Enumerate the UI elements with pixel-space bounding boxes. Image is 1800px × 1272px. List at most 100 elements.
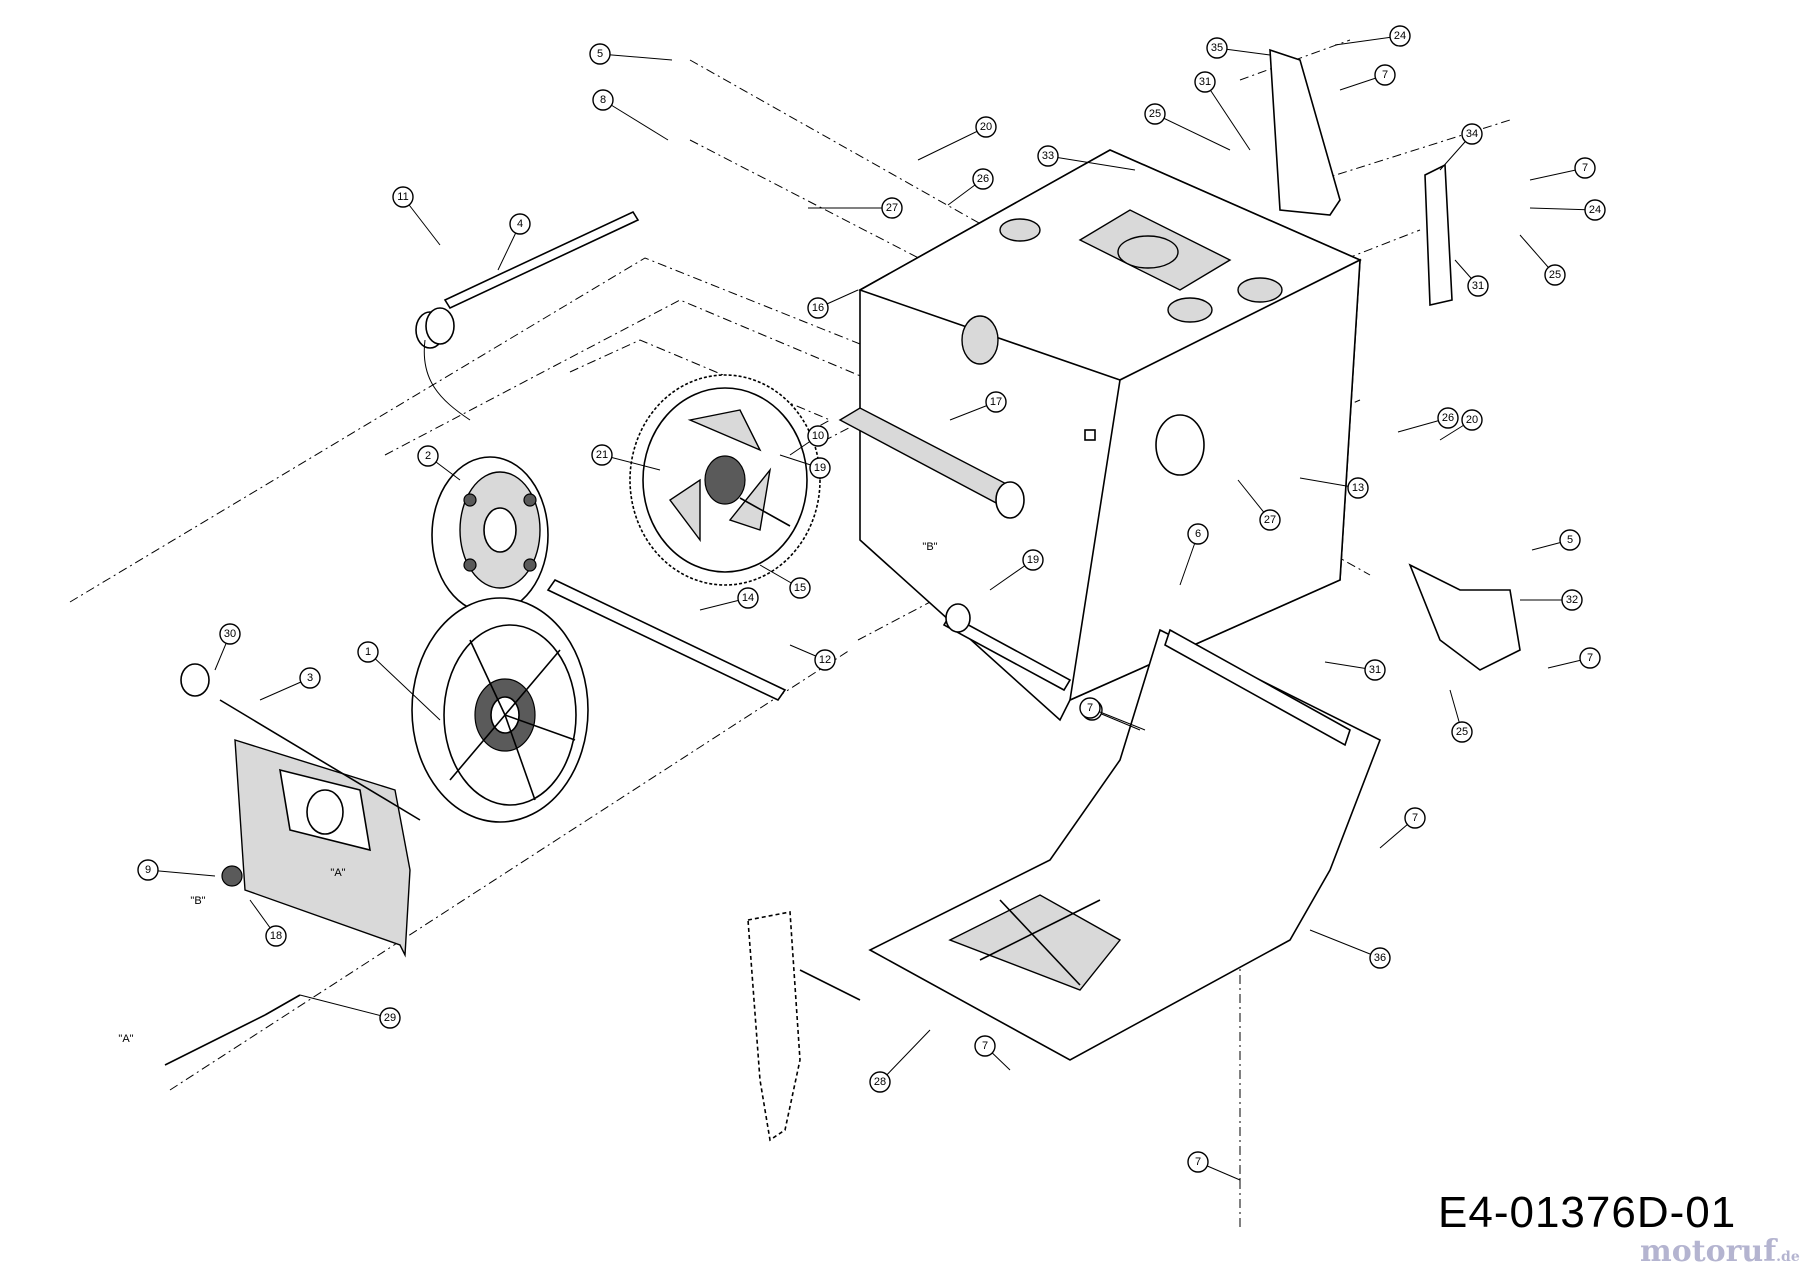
callout-circle <box>1144 103 1166 125</box>
callout-number: 7 <box>1582 162 1588 174</box>
callout-leader-line <box>1309 929 1381 959</box>
callout-number: 7 <box>1412 812 1418 824</box>
callout-leader-line <box>602 99 669 141</box>
drive-pulley <box>411 597 589 823</box>
callout-circle <box>1259 509 1281 531</box>
callout-leader-line <box>299 994 391 1019</box>
callout-number: 19 <box>814 462 826 474</box>
callout-number: 11 <box>397 191 408 203</box>
callout-leader-line <box>879 1029 931 1083</box>
callout-10: 10 <box>789 425 829 456</box>
callout-21: 21 <box>591 444 661 471</box>
callout-20: 20 <box>917 116 997 161</box>
callout-17: 17 <box>949 391 1007 421</box>
callout-7: 7 <box>974 1035 1011 1071</box>
callout-circle <box>392 186 414 208</box>
callout-number: 8 <box>600 94 606 106</box>
callout-number: 31 <box>1199 76 1211 88</box>
callout-circle <box>417 445 439 467</box>
hex-drive-shaft <box>838 407 1025 519</box>
extension-spring <box>164 994 301 1066</box>
callout-number: 18 <box>270 930 282 942</box>
callout-number: 24 <box>1394 30 1406 42</box>
shafts <box>443 210 1072 702</box>
callout-26: 26 <box>1397 407 1459 433</box>
callout-circle <box>1461 409 1483 431</box>
callout-13: 13 <box>1299 477 1369 499</box>
callout-circle <box>379 1007 401 1029</box>
callout-number: 31 <box>1472 280 1484 292</box>
callout-circle <box>1187 1151 1209 1173</box>
callout-11: 11 <box>392 186 441 246</box>
callout-7: 7 <box>1379 807 1426 849</box>
callout-circle <box>1437 407 1459 429</box>
callout-7: 7 <box>1187 1151 1241 1181</box>
callout-circle <box>1561 589 1583 611</box>
callout-5: 5 <box>589 43 673 65</box>
callout-number: 25 <box>1149 108 1161 120</box>
callout-circle <box>881 197 903 219</box>
callout-circle <box>1206 37 1228 59</box>
callout-circle <box>1451 721 1473 743</box>
callout-circle <box>807 425 829 447</box>
callout-layer: 1234556777777778910111213141516171819192… <box>137 25 1606 1181</box>
callout-number: 1 <box>365 646 371 658</box>
drive-gear <box>629 374 821 586</box>
callout-circle <box>1079 697 1101 719</box>
callout-25: 25 <box>1519 234 1566 286</box>
callout-9: 9 <box>137 859 216 881</box>
callout-circle <box>1194 71 1216 93</box>
friction-drive-plate <box>431 456 549 614</box>
callout-4: 4 <box>497 213 531 271</box>
callout-number: 15 <box>794 582 806 594</box>
callout-number: 29 <box>384 1012 396 1024</box>
callout-number: 7 <box>1195 1156 1201 1168</box>
callout-31: 31 <box>1324 659 1386 681</box>
callout-number: 5 <box>597 48 603 60</box>
callout-leader-line <box>917 126 987 161</box>
callout-number: 31 <box>1369 664 1381 676</box>
callout-circle <box>137 859 159 881</box>
callout-circle <box>219 623 241 645</box>
callout-number: 25 <box>1456 726 1468 738</box>
callout-7: 7 <box>1529 157 1596 181</box>
callout-31: 31 <box>1454 259 1489 297</box>
callout-number: 12 <box>819 654 831 666</box>
callout-3: 3 <box>259 667 321 701</box>
callout-7: 7 <box>1339 64 1396 91</box>
callout-circle <box>265 925 287 947</box>
callout-number: 36 <box>1374 952 1386 964</box>
callout-number: 33 <box>1042 150 1054 162</box>
callout-2: 2 <box>417 445 461 481</box>
torsion-spring <box>415 307 471 421</box>
callout-number: 5 <box>1567 534 1573 546</box>
callout-number: 27 <box>1264 514 1276 526</box>
ref-label-a: "A" <box>118 1033 133 1045</box>
callout-circle <box>974 1035 996 1057</box>
callout-35: 35 <box>1206 37 1271 59</box>
callout-circle <box>1389 25 1411 47</box>
watermark-logo: motoruf.de <box>1640 1234 1800 1269</box>
callout-number: 6 <box>1195 528 1201 540</box>
callout-16: 16 <box>807 289 859 319</box>
callout-circle <box>1544 264 1566 286</box>
callout-14: 14 <box>699 587 759 611</box>
callout-circle <box>1364 659 1386 681</box>
callout-circle <box>1584 199 1606 221</box>
callout-number: 34 <box>1466 128 1478 140</box>
callout-number: 2 <box>425 450 431 462</box>
callout-circle <box>357 641 379 663</box>
callout-25: 25 <box>1449 689 1473 743</box>
callout-circle <box>1574 157 1596 179</box>
callout-circle <box>589 43 611 65</box>
callout-circle <box>1374 64 1396 86</box>
callout-leader-line <box>1154 113 1231 151</box>
callout-circle <box>299 667 321 689</box>
callout-number: 19 <box>1027 554 1039 566</box>
callout-circle <box>1187 523 1209 545</box>
callout-circle <box>1559 529 1581 551</box>
callout-27: 27 <box>1237 479 1281 531</box>
callout-leader-line <box>1047 155 1136 171</box>
callout-leader-line <box>1334 35 1401 46</box>
callout-27: 27 <box>808 197 903 219</box>
